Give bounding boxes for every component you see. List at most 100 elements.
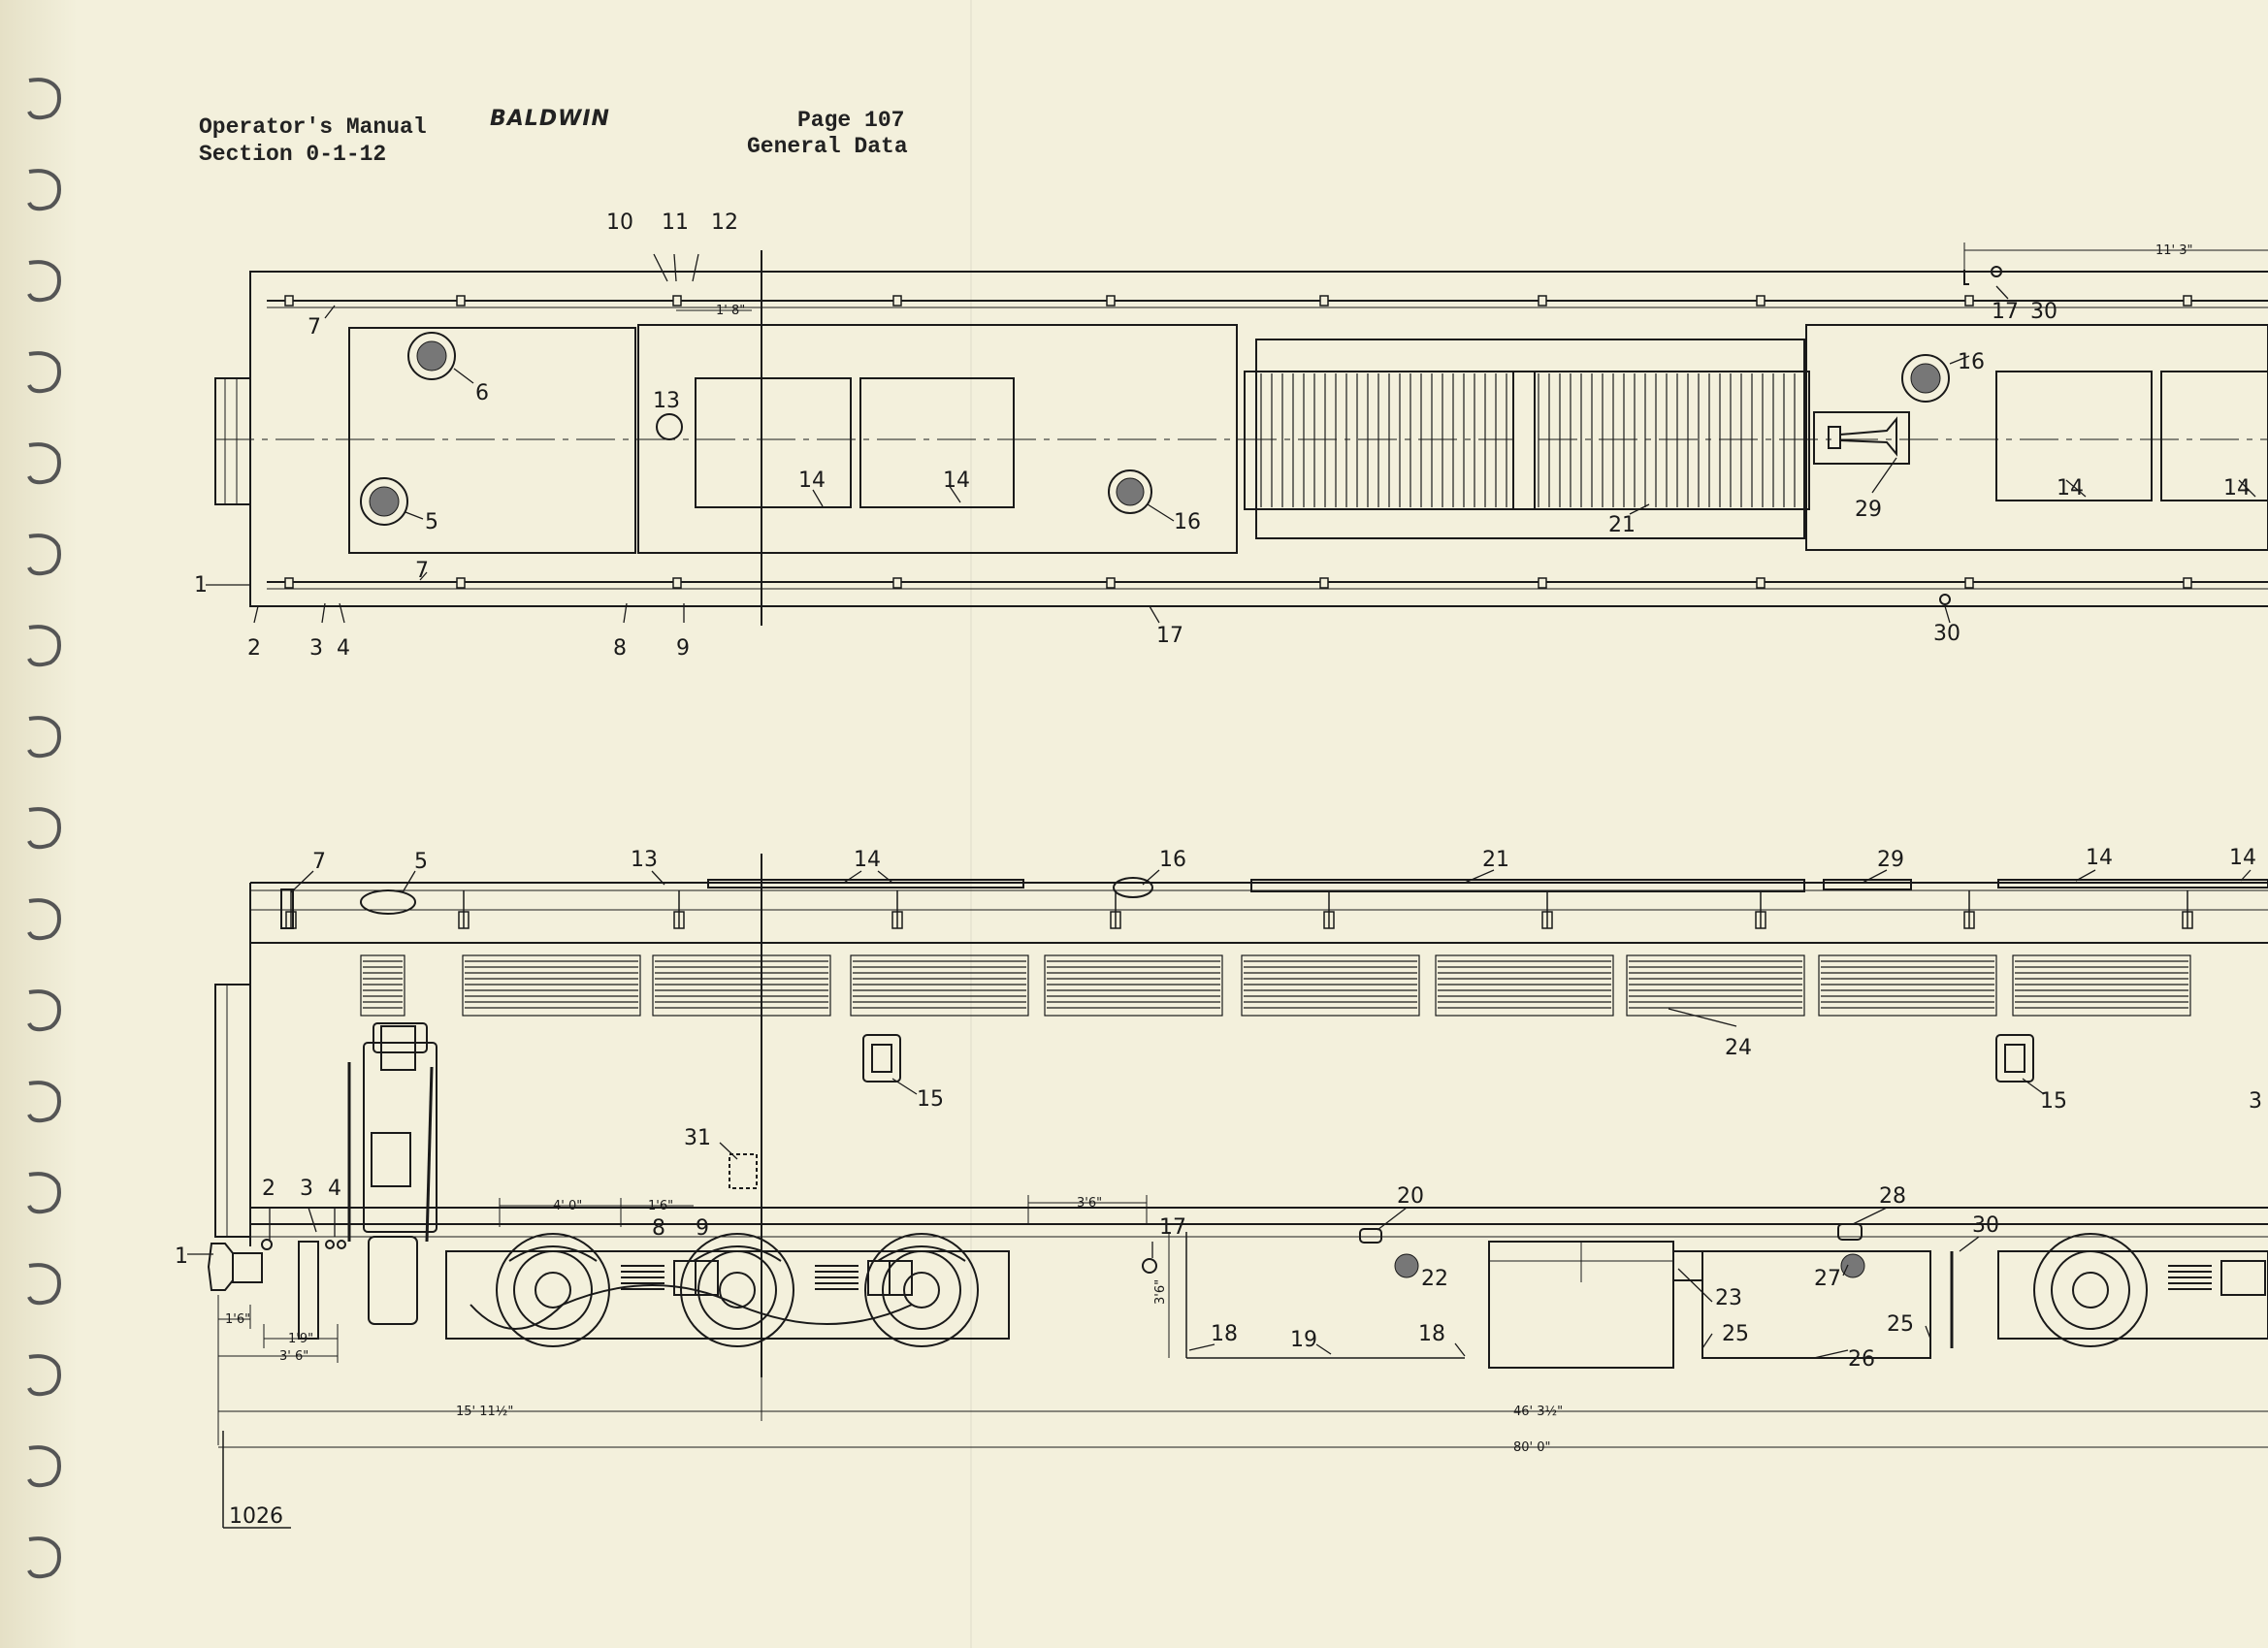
side-callout-31: 31 [684,1126,711,1150]
binding-ring [27,716,61,759]
side-callout-4: 4 [328,1177,341,1201]
stanchion [1319,577,1329,589]
vent-6-icon [407,332,456,380]
side-callouts: 7 5 13 14 16 21 29 14 14 24 15 15 3 31 2… [175,846,2262,1529]
roof-radiator-21 [1250,879,1805,892]
louver-panel [360,954,405,1017]
hatch-d [2160,371,2268,501]
dim-1-8: 1' 8" [716,304,745,318]
grab-iron-right [425,1066,434,1243]
binding-ring [27,351,61,394]
callout-11: 11 [662,210,689,235]
filter-27-icon [1840,1253,1865,1278]
callout-16a: 16 [1174,510,1201,534]
side-callout-14b: 14 [2086,846,2113,870]
louver-panel [462,954,641,1017]
side-callout-8: 8 [652,1216,665,1241]
stanchion [2183,577,2192,589]
plan-view [206,242,2268,626]
stanchion [892,295,902,307]
roof-vent-16 [1113,877,1153,898]
callout-9: 9 [676,636,690,661]
side-callout-24: 24 [1725,1036,1752,1060]
side-callout-27: 27 [1814,1267,1841,1291]
side-callout-18a: 18 [1211,1322,1238,1346]
radiator-bay [1255,339,1805,539]
side-callout-16: 16 [1159,848,1186,872]
binding-ring [27,1536,61,1579]
binding-ring [27,1354,61,1397]
nose-hood-panel [348,327,636,554]
roof-hatch-14b [1997,879,2268,889]
binding-ring [27,1263,61,1306]
side-callout-15a: 15 [917,1087,944,1112]
callout-30a: 30 [2030,300,2057,324]
dim-80-0: 80' 0" [1513,1440,1551,1455]
side-callout-2: 2 [262,1177,275,1201]
stanchion [284,295,294,307]
hatch-b [859,377,1015,508]
callout-6: 6 [475,381,489,405]
coupler [207,1243,234,1291]
callout-17a: 17 [1992,300,2019,324]
cab-window [380,1025,416,1071]
item-13-circle [656,413,683,440]
brand-logo: BALDWIN [490,107,610,131]
stanchion [1106,577,1116,589]
binding-ring [27,1172,61,1214]
stanchion [456,295,466,307]
binding-ring [27,1081,61,1123]
stanchion [892,577,902,589]
panel-15b [1995,1034,2034,1083]
side-callout-20: 20 [1397,1184,1424,1209]
callout-4: 4 [337,636,350,661]
binding-ring [27,260,61,303]
side-callout-13: 13 [631,848,658,872]
front-truck [445,1233,1010,1347]
callout-2: 2 [247,636,261,661]
callout-12: 12 [711,210,738,235]
item-31-box [729,1153,758,1189]
side-callout-19: 19 [1290,1328,1317,1352]
callout-7a: 7 [308,315,321,339]
page-fold-line [970,0,972,1648]
dim-3-6a: 3'6" [1077,1196,1102,1211]
roof-hatch-14 [707,879,1024,889]
horn-29-box [1813,411,1910,465]
callout-13: 13 [653,389,680,413]
vent-16b-icon [1901,354,1950,403]
callout-17b: 17 [1156,624,1183,648]
hatch-a [695,377,852,508]
side-callout-23: 23 [1715,1286,1742,1310]
dim-3-6b: 3' 6" [279,1349,308,1364]
manual-title: Operator's Manual [199,114,427,140]
dim-1-6a: 1'6" [648,1199,673,1213]
stanchion [672,295,682,307]
callout-5: 5 [425,510,438,534]
vent-16-icon [1108,469,1152,514]
stanchion [1538,577,1547,589]
callout-16b: 16 [1958,350,1985,374]
callout-7b: 7 [415,559,429,583]
louver-panel [1241,954,1420,1017]
dim-46-3: 46' 3½" [1513,1405,1563,1419]
binding-ring [27,78,61,120]
binding-ring [27,807,61,850]
stanchion [1964,295,1974,307]
dim-1-6b: 1'6" [225,1312,250,1327]
side-view [187,854,2268,1529]
dim-11-3: 11' 3" [2155,243,2193,258]
end-door [214,984,251,1238]
figure-number: 1026 [229,1504,283,1529]
stanchion [1538,295,1547,307]
callout-14d: 14 [2223,476,2251,501]
side-callout-25a: 25 [1722,1322,1749,1346]
callout-14a: 14 [798,469,826,493]
spiral-binding-margin [0,0,78,1648]
louver-panel [1435,954,1614,1017]
side-callout-29: 29 [1877,848,1904,872]
spiral-binding [27,78,61,1579]
filter-22-icon [1394,1253,1419,1278]
section-number: Section 0-1-12 [199,142,387,167]
